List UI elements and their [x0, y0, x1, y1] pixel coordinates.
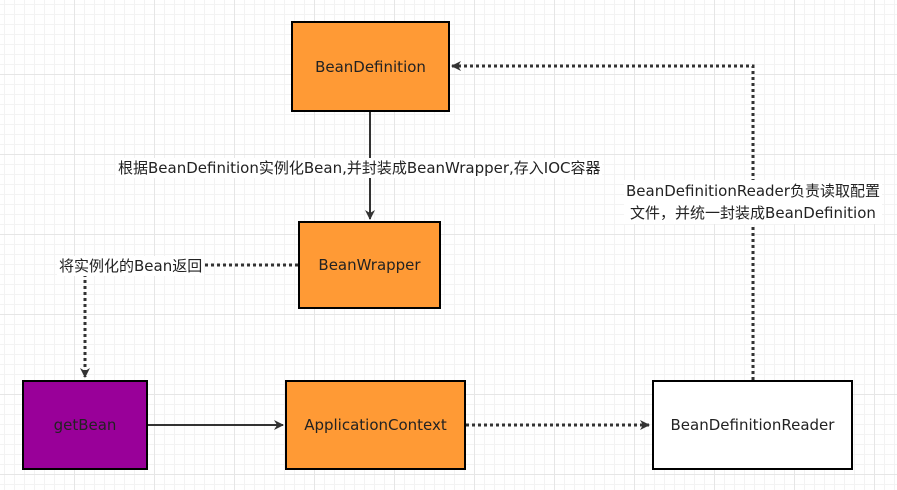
edge-label-instantiate: 根据BeanDefinition实例化Bean,并封装成BeanWrapper,… [116, 158, 603, 178]
node-application-context[interactable]: ApplicationContext [285, 380, 466, 470]
node-bean-wrapper[interactable]: BeanWrapper [298, 221, 441, 309]
node-application-context-label: ApplicationContext [304, 416, 447, 434]
edge-label-reader-desc: BeanDefinitionReader负责读取配置 文件，并统一封装成Bean… [624, 180, 882, 224]
node-bean-definition-reader-label: BeanDefinitionReader [670, 416, 835, 434]
node-bean-definition[interactable]: BeanDefinition [291, 21, 450, 112]
node-get-bean-label: getBean [53, 416, 117, 434]
edge-wrapper-to-getbean [80, 263, 298, 378]
node-bean-wrapper-label: BeanWrapper [318, 256, 421, 274]
node-bean-definition-label: BeanDefinition [315, 57, 426, 76]
edge-label-return-bean: 将实例化的Bean返回 [57, 256, 205, 276]
node-get-bean[interactable]: getBean [22, 380, 148, 470]
edge-reader-to-definition [451, 61, 755, 380]
node-bean-definition-reader[interactable]: BeanDefinitionReader [652, 380, 853, 470]
